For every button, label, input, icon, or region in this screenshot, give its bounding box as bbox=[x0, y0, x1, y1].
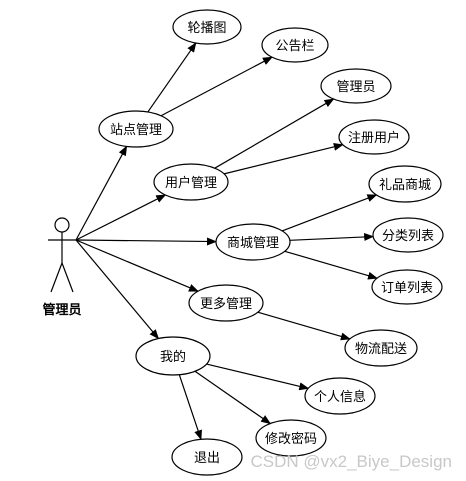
association-arrow-shangcheng-fenlei bbox=[289, 232, 375, 241]
use-case-label: 物流配送 bbox=[355, 342, 407, 357]
use-case-lunbo: 轮播图 bbox=[172, 9, 242, 45]
use-case-gengduo: 更多管理 bbox=[188, 284, 264, 322]
use-case-wuliu: 物流配送 bbox=[344, 329, 418, 367]
association-arrow-zhandian-lunbo bbox=[147, 42, 197, 113]
use-case-label: 订单列表 bbox=[381, 281, 433, 296]
use-case-zhuce: 注册用户 bbox=[338, 119, 410, 155]
association-arrow-wode-xiugai bbox=[194, 370, 272, 425]
association-arrow-gengduo-wuliu bbox=[257, 311, 351, 341]
use-case-ellipse bbox=[171, 438, 243, 476]
use-case-ellipse bbox=[153, 163, 229, 201]
use-case-label: 商城管理 bbox=[227, 236, 279, 251]
use-case-geren: 个人信息 bbox=[304, 377, 376, 415]
use-case-ellipse bbox=[371, 269, 443, 305]
association-arrow-wode-tuichu bbox=[178, 374, 202, 441]
use-case-ellipse bbox=[172, 9, 242, 45]
stick-figure-icon bbox=[48, 217, 76, 293]
use-case-label: 分类列表 bbox=[382, 229, 434, 244]
use-case-zhandian: 站点管理 bbox=[98, 110, 174, 148]
use-case-label: 注册用户 bbox=[348, 130, 400, 146]
use-case-ellipse bbox=[255, 419, 327, 457]
use-case-gonggao: 公告栏 bbox=[261, 27, 329, 63]
use-case-ellipse bbox=[188, 284, 264, 322]
association-arrow-actor-shangcheng bbox=[75, 237, 218, 246]
use-case-ellipse bbox=[368, 165, 442, 203]
use-case-ellipse bbox=[304, 377, 376, 415]
actor: 管理员 bbox=[42, 217, 82, 318]
association-arrow-actor-yonghu bbox=[75, 194, 167, 241]
use-case-yonghu: 用户管理 bbox=[153, 163, 229, 201]
association-arrow-actor-gengduo bbox=[75, 239, 199, 292]
use-case-label: 礼品商城 bbox=[379, 177, 431, 193]
use-case-label: 退出 bbox=[194, 451, 220, 466]
use-case-label: 用户管理 bbox=[165, 175, 217, 191]
use-case-label: 管理员 bbox=[336, 80, 375, 95]
use-case-ellipse bbox=[98, 110, 174, 148]
use-case-ellipse bbox=[344, 329, 418, 367]
actor-label: 管理员 bbox=[42, 302, 81, 318]
association-arrow-yonghu-guanliyuan bbox=[214, 98, 335, 169]
association-arrow-shangcheng-lipin bbox=[281, 194, 378, 232]
watermark: CSDN @vx2_Biye_Design bbox=[250, 452, 452, 471]
use-case-label: 公告栏 bbox=[275, 39, 314, 54]
use-case-xiugai: 修改密码 bbox=[255, 419, 327, 457]
association-arrow-yonghu-zhuce bbox=[223, 142, 344, 175]
use-case-label: 轮播图 bbox=[187, 21, 226, 36]
use-case-guanliyuan: 管理员 bbox=[320, 68, 392, 104]
use-case-dingdan: 订单列表 bbox=[371, 269, 443, 305]
use-case-label: 修改密码 bbox=[265, 431, 317, 447]
use-case-ellipse bbox=[135, 336, 211, 376]
use-case-label: 站点管理 bbox=[110, 123, 162, 138]
use-case-label: 更多管理 bbox=[200, 296, 252, 312]
use-case-fenlei: 分类列表 bbox=[372, 217, 444, 253]
association-lines bbox=[75, 42, 378, 441]
use-case-label: 我的 bbox=[160, 349, 186, 365]
use-case-ellipse bbox=[261, 27, 329, 63]
use-case-ellipse bbox=[215, 223, 291, 261]
use-case-tuichu: 退出 bbox=[171, 438, 243, 476]
use-case-wode: 我的 bbox=[135, 336, 211, 376]
use-case-label: 个人信息 bbox=[314, 389, 366, 405]
use-case-lipin: 礼品商城 bbox=[368, 165, 442, 203]
association-arrow-shangcheng-dingdan bbox=[284, 250, 378, 280]
association-arrow-wode-geren bbox=[206, 363, 310, 391]
association-arrow-actor-wode bbox=[75, 239, 160, 340]
use-case-shangcheng: 商城管理 bbox=[215, 223, 291, 261]
association-arrow-actor-zhandian bbox=[75, 145, 128, 241]
use-case-ellipse bbox=[338, 119, 410, 155]
association-arrow-zhandian-gonggao bbox=[160, 56, 273, 117]
use-case-ellipse bbox=[320, 68, 392, 104]
use-case-ellipse bbox=[372, 217, 444, 253]
